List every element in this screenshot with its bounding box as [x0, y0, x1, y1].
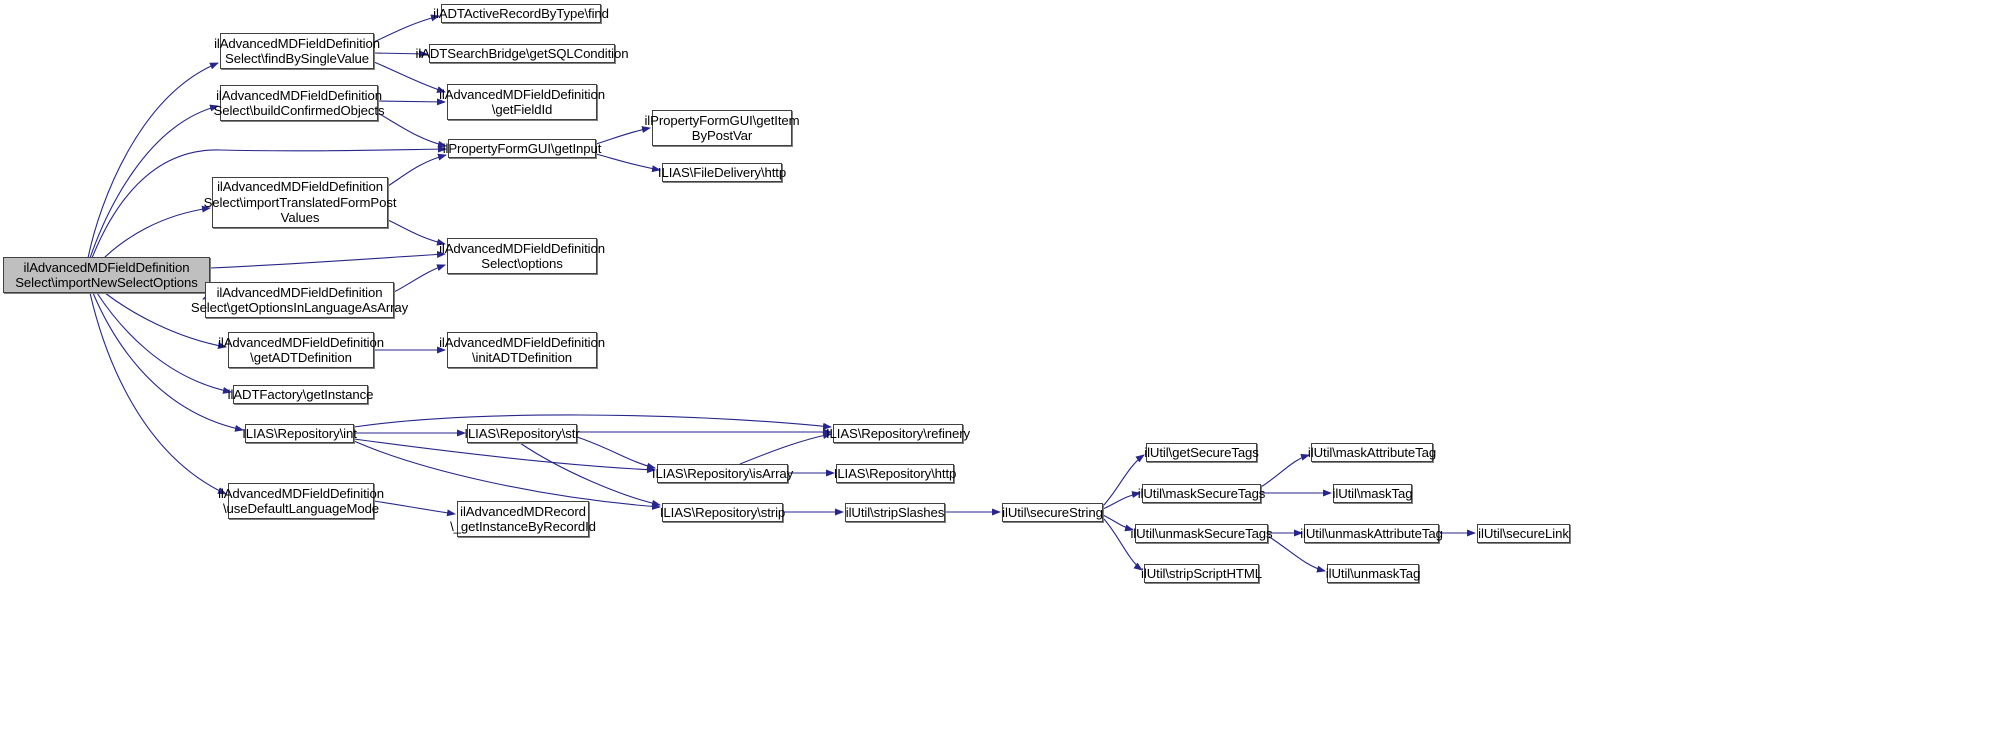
graph-node-getSecureTags[interactable]: ilUtil\getSecureTags — [1144, 443, 1259, 462]
graph-edge-findBySingleValue-to-getFieldId — [373, 61, 446, 93]
graph-edge-importTranslated-to-options — [387, 219, 446, 246]
graph-node-adtFactoryGetInst[interactable]: ilADTFactory\getInstance — [228, 385, 373, 404]
graph-node-secureString[interactable]: ilUtil\secureString — [1002, 503, 1103, 522]
graph-node-getFieldId[interactable]: ilAdvancedMDFieldDefinition \getFieldId — [439, 84, 605, 120]
graph-node-fileDeliveryHttp[interactable]: ILIAS\FileDelivery\http — [658, 163, 786, 182]
graph-node-getADTDefinition[interactable]: ilAdvancedMDFieldDefinition \getADTDefin… — [218, 332, 384, 368]
graph-edge-buildConfirmed-to-getInput — [377, 112, 447, 148]
graph-edge-secureString-to-maskSecureTags — [1102, 491, 1141, 510]
graph-edge-root-to-buildConfirmed — [89, 104, 219, 259]
graph-edge-importTranslated-to-getInput — [387, 153, 447, 187]
graph-node-adtSearchSQL[interactable]: ilADTSearchBridge\getSQLCondition — [416, 44, 629, 63]
graph-node-adtActiveFind[interactable]: ilADTActiveRecordByType\find — [433, 4, 609, 23]
graph-edge-useDefaultLang-to-mdRecordGetInst — [373, 500, 456, 517]
graph-node-repoHttp[interactable]: ILIAS\Repository\http — [834, 464, 956, 483]
graph-node-root[interactable]: ilAdvancedMDFieldDefinition Select\impor… — [3, 257, 210, 293]
graph-node-importTranslated[interactable]: ilAdvancedMDFieldDefinition Select\impor… — [204, 177, 397, 228]
graph-node-buildConfirmed[interactable]: ilAdvancedMDFieldDefinition Select\build… — [214, 85, 385, 121]
graph-edge-findBySingleValue-to-adtActiveFind — [373, 14, 440, 43]
graph-node-repoStr[interactable]: ILIAS\Repository\str — [464, 424, 580, 443]
graph-edge-repoStr-to-repoIsArray — [576, 436, 656, 470]
graph-node-getInput[interactable]: ilPropertyFormGUI\getInput — [443, 139, 601, 158]
graph-edge-buildConfirmed-to-getFieldId — [377, 98, 446, 106]
graph-node-unmaskAttrTag[interactable]: ilUtil\unmaskAttributeTag — [1300, 524, 1443, 543]
graph-node-getOptionsInLang[interactable]: ilAdvancedMDFieldDefinition Select\getOp… — [191, 282, 408, 318]
graph-node-repoInt[interactable]: ILIAS\Repository\int — [242, 424, 357, 443]
graph-edge-repoInt-to-repoRefinery — [353, 414, 832, 430]
graph-node-repoStrip[interactable]: ILIAS\Repository\strip — [660, 503, 785, 522]
graph-node-initADTDefinition[interactable]: ilAdvancedMDFieldDefinition \initADTDefi… — [439, 332, 605, 368]
graph-edge-getInput-to-getItemByPostVar — [595, 126, 651, 145]
graph-node-unmaskTag[interactable]: ilUtil\unmaskTag — [1326, 564, 1420, 583]
graph-node-unmaskSecureTags[interactable]: ilUtil\unmaskSecureTags — [1130, 524, 1273, 543]
graph-node-findBySingleValue[interactable]: ilAdvancedMDFieldDefinition Select\findB… — [214, 33, 380, 69]
graph-node-options[interactable]: ilAdvancedMDFieldDefinition Select\optio… — [439, 238, 605, 274]
graph-node-secureLink[interactable]: ilUtil\secureLink — [1477, 524, 1570, 543]
graph-node-mdRecordGetInst[interactable]: ilAdvancedMDRecord \_getInstanceByRecord… — [450, 501, 596, 537]
graph-edge-getInput-to-fileDeliveryHttp — [595, 153, 661, 173]
graph-node-repoIsArray[interactable]: ILIAS\Repository\isArray — [652, 464, 793, 483]
graph-edge-root-to-importTranslated — [103, 205, 211, 259]
graph-node-useDefaultLang[interactable]: ilAdvancedMDFieldDefinition \useDefaultL… — [218, 483, 384, 519]
graph-node-maskSecureTags[interactable]: ilUtil\maskSecureTags — [1138, 484, 1265, 503]
graph-node-repoRefinery[interactable]: ILIAS\Repository\refinery — [826, 424, 970, 443]
graph-edge-secureString-to-unmaskSecureTags — [1102, 514, 1134, 532]
graph-edge-repoStr-to-repoStrip — [519, 442, 661, 507]
graph-node-stripSlashes[interactable]: ilUtil\stripSlashes — [845, 503, 945, 522]
graph-node-getItemByPostVar[interactable]: ilPropertyFormGUI\getItem ByPostVar — [644, 110, 800, 146]
graph-edge-repoInt-to-repoStrip — [353, 440, 661, 510]
graph-node-stripScriptHTML[interactable]: ilUtil\stripScriptHTML — [1141, 564, 1262, 583]
graph-edge-root-to-findBySingleValue — [87, 62, 219, 259]
graph-node-maskAttributeTag[interactable]: ilUtil\maskAttributeTag — [1308, 443, 1436, 462]
graph-edge-repoInt-to-repoIsArray — [353, 438, 656, 474]
graph-edge-maskSecureTags-to-maskAttributeTag — [1260, 453, 1310, 488]
graph-edge-root-to-options — [209, 250, 446, 269]
graph-edge-repoIsArray-to-repoRefinery — [739, 432, 832, 465]
graph-node-maskTag[interactable]: ilUtil\maskTag — [1333, 484, 1413, 503]
graph-edge-root-to-useDefaultLang — [89, 292, 227, 495]
